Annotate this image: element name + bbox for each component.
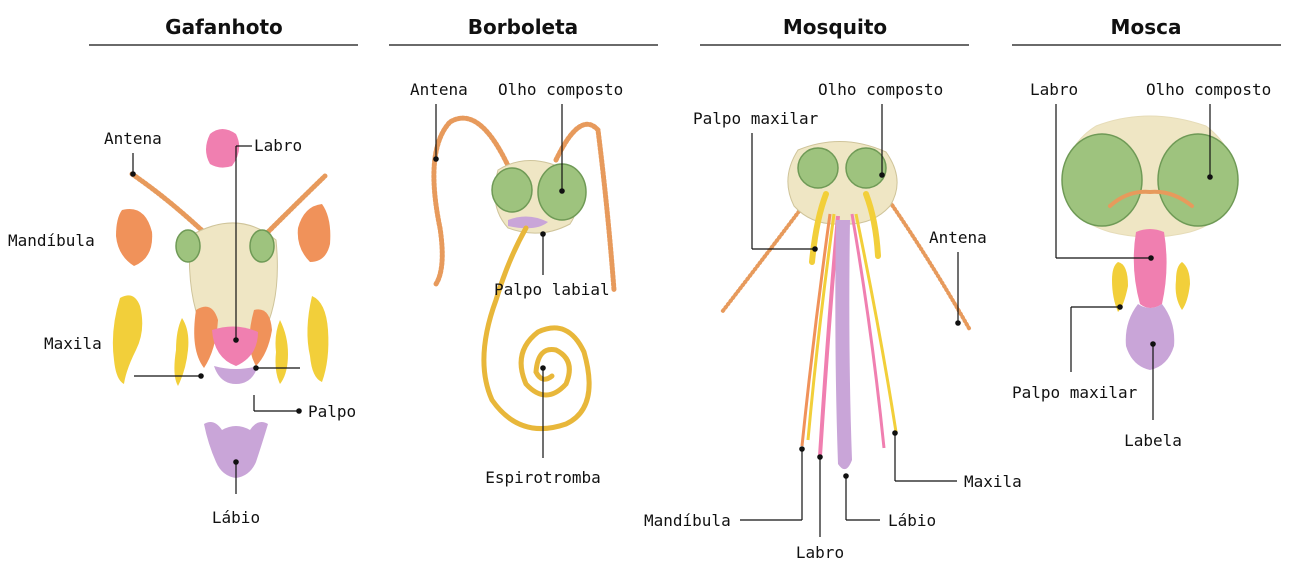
mosquito-labium: [835, 220, 852, 469]
fly-labellum: [1126, 304, 1175, 370]
label-mosquito-mandibula: Mandíbula: [644, 511, 731, 530]
mosquito-eye-right: [846, 148, 886, 188]
mosquito-eye-left: [798, 148, 838, 188]
label-mosquito-maxila: Maxila: [964, 472, 1022, 491]
pointer-borboleta-antena: [433, 156, 439, 162]
grasshopper-illustration: [113, 129, 330, 478]
label-gafanhoto-maxila: Maxila: [44, 334, 102, 353]
label-mosca-labela: Labela: [1124, 431, 1182, 450]
label-mosquito-olho: Olho composto: [818, 80, 943, 99]
pointer-mosca-labro: [1148, 255, 1154, 261]
grasshopper-head-labium: [214, 366, 258, 384]
label-gafanhoto-mandibula: Mandíbula: [8, 231, 95, 250]
pointer-mosca-olho: [1207, 174, 1213, 180]
label-borboleta-antena: Antena: [410, 80, 468, 99]
fly-palp-right: [1176, 262, 1190, 310]
title-borboleta: Borboleta: [468, 15, 578, 39]
pointer-gafanhoto-antena: [130, 171, 136, 177]
butterfly-illustration: [434, 118, 614, 428]
label-gafanhoto-labro: Labro: [254, 136, 302, 155]
butterfly-proboscis: [484, 228, 589, 429]
grasshopper-maxilla-inner-right: [276, 320, 289, 384]
label-borboleta-palpo-labial: Palpo labial: [494, 280, 610, 299]
grasshopper-mandible-right: [298, 204, 331, 262]
grasshopper-mandible-left: [116, 209, 152, 266]
pointer-gafanhoto-palpo-end: [296, 408, 302, 414]
label-mosquito-antena: Antena: [929, 228, 987, 247]
fly-labrum: [1134, 229, 1167, 308]
label-gafanhoto-antena: Antena: [104, 129, 162, 148]
grasshopper-eye-left: [176, 230, 200, 262]
grasshopper-head-labrum: [212, 326, 258, 366]
pointer-mosquito-olho: [879, 172, 885, 178]
pointer-gafanhoto-maxila: [198, 373, 204, 379]
fly-eye-left: [1062, 134, 1142, 226]
fly-illustration: [1062, 116, 1238, 370]
pointer-mosquito-antena: [955, 320, 961, 326]
pointer-borboleta-olho: [559, 188, 565, 194]
mosquito-illustration: [722, 141, 970, 469]
title-mosquito: Mosquito: [783, 15, 887, 39]
label-mosca-labro: Labro: [1030, 80, 1078, 99]
label-mosca-palpo-maxilar: Palpo maxilar: [1012, 383, 1138, 402]
grasshopper-eye-right: [250, 230, 274, 262]
label-gafanhoto-palpo: Palpo: [308, 402, 356, 421]
pointer-mosquito-palpo-maxilar: [812, 246, 818, 252]
pointer-gafanhoto-labro: [233, 337, 239, 343]
label-mosquito-palpo-maxilar: Palpo maxilar: [693, 109, 819, 128]
pointer-gafanhoto-palpo: [253, 365, 259, 371]
label-borboleta-espirotromba: Espirotromba: [485, 468, 601, 487]
grasshopper-labrum-piece: [206, 129, 239, 168]
label-mosquito-labro: Labro: [796, 543, 844, 562]
title-mosca: Mosca: [1111, 15, 1182, 39]
mosquito-antenna-left: [722, 202, 806, 312]
butterfly-eye-left: [492, 168, 532, 212]
title-gafanhoto: Gafanhoto: [165, 15, 283, 39]
grasshopper-maxilla-left: [113, 295, 142, 384]
label-mosquito-labio: Lábio: [888, 511, 936, 530]
fly-eye-right: [1158, 134, 1238, 226]
label-borboleta-olho: Olho composto: [498, 80, 623, 99]
label-mosca-olho: Olho composto: [1146, 80, 1271, 99]
grasshopper-maxilla-right: [307, 296, 328, 382]
label-gafanhoto-labio: Lábio: [212, 508, 260, 527]
